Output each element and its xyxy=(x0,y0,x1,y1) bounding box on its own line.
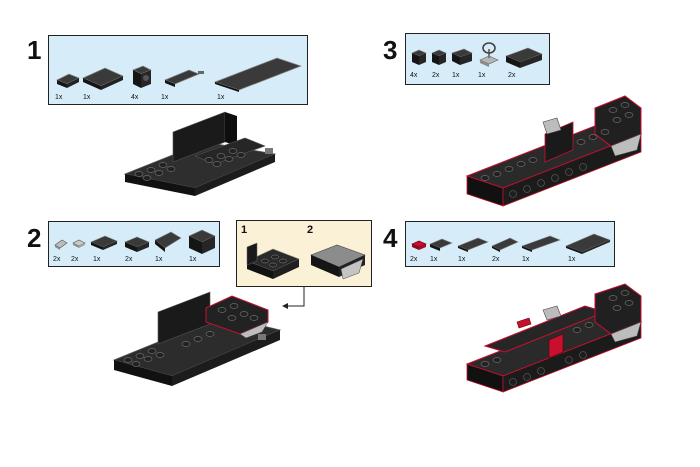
step-number-3: 3 xyxy=(383,35,398,65)
part-qty: 4x xyxy=(131,94,139,101)
subassembly-2-model xyxy=(310,244,366,280)
part-plate-clip-icon xyxy=(491,237,519,252)
part-brick-2x2-icon xyxy=(188,229,216,254)
part-qty: 1x xyxy=(568,256,576,263)
subassembly-step-1: 1 xyxy=(241,224,248,236)
step-number-2: 2 xyxy=(27,223,42,253)
parts-list-step-3: 4x 2x 1x 1x 2x xyxy=(405,33,550,85)
subassembly-1-model xyxy=(246,242,300,279)
part-bracket-2x2-icon xyxy=(124,236,150,252)
part-plate-1x2-icon xyxy=(429,238,453,251)
part-qty: 1x xyxy=(452,72,460,79)
parts-list-step-2: 2x 2x 1x 2x 1x 1x xyxy=(48,221,220,267)
part-qty: 2x xyxy=(53,256,61,263)
model-step-2 xyxy=(112,291,282,386)
part-brick-1x2-icon xyxy=(451,48,473,65)
part-qty: 1x xyxy=(161,94,169,101)
part-plate-1x3-icon xyxy=(457,237,489,252)
part-qty: 2x xyxy=(492,256,500,263)
callout-arrow xyxy=(282,287,305,309)
part-plate-2x3-icon xyxy=(90,235,118,250)
part-bracket-icon xyxy=(132,65,152,88)
part-plate-1x4-icon xyxy=(521,235,561,252)
part-qty: 2x xyxy=(410,256,418,263)
step-number-1: 1 xyxy=(27,35,42,65)
part-red-tile-icon xyxy=(411,240,427,250)
part-slope-icon xyxy=(54,239,68,250)
part-qty: 2x xyxy=(508,72,516,79)
part-plate-2x4-icon xyxy=(82,67,124,90)
part-qty: 1x xyxy=(430,256,438,263)
part-qty: 1x xyxy=(478,72,486,79)
part-qty: 2x xyxy=(71,256,79,263)
part-qty: 1x xyxy=(55,94,63,101)
part-qty: 1x xyxy=(83,94,91,101)
step-number-4: 4 xyxy=(383,223,398,253)
part-qty: 1x xyxy=(217,94,225,101)
part-steering-wheel-icon xyxy=(479,42,499,67)
part-plate-1x8-icon xyxy=(213,57,303,92)
parts-list-step-4: 2x 1x 1x 2x 1x 1x xyxy=(405,221,615,267)
model-step-4 xyxy=(465,283,643,393)
part-brick-1x1-icon xyxy=(431,49,447,65)
part-qty: 1x xyxy=(458,256,466,263)
part-qty: 2x xyxy=(125,256,133,263)
part-plate-1x2-icon xyxy=(56,73,80,88)
part-plate-2x4-icon xyxy=(565,233,611,254)
part-qty: 1x xyxy=(155,256,163,263)
parts-list-step-1: 1x 1x 4x 1x 1x xyxy=(48,35,308,105)
part-qty: 4x xyxy=(410,72,418,79)
model-step-1 xyxy=(123,111,277,196)
part-brick-1x1-icon xyxy=(411,49,427,65)
part-qty: 1x xyxy=(93,256,101,263)
part-plate-with-pin-icon xyxy=(164,69,204,87)
part-wedge-plate-icon xyxy=(154,231,182,252)
part-brick-1x2-side-studs-icon xyxy=(505,47,543,68)
part-qty: 1x xyxy=(189,256,197,263)
part-tile-icon xyxy=(72,239,86,248)
part-qty: 2x xyxy=(432,72,440,79)
part-qty: 1x xyxy=(522,256,530,263)
subassembly-callout: 1 2 xyxy=(236,220,372,287)
model-step-3 xyxy=(465,95,643,207)
subassembly-step-2: 2 xyxy=(307,224,314,236)
